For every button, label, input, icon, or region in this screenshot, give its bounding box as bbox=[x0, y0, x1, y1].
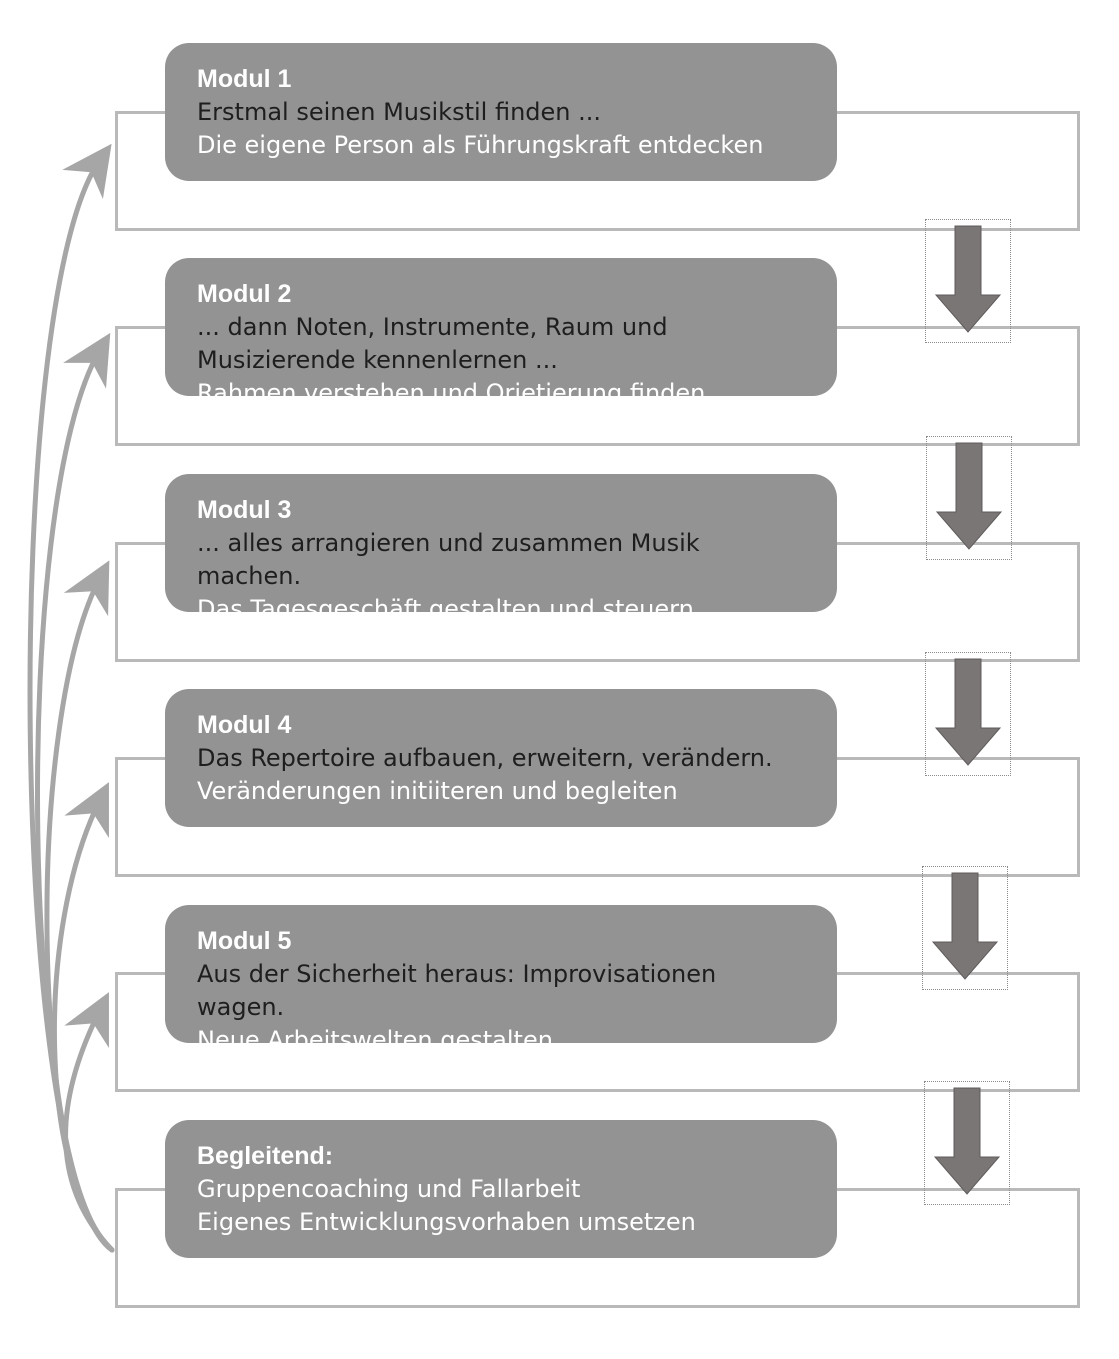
module-card-2: Modul 2 ... dann Noten, Instrumente, Rau… bbox=[165, 258, 837, 407]
module-card-1: Modul 1 Erstmal seinen Musikstil finden … bbox=[165, 43, 837, 181]
module-text: wagen. bbox=[197, 993, 285, 1021]
module-text: Erstmal seinen Musikstil finden ... bbox=[197, 98, 602, 126]
module-text: Das Repertoire aufbauen, erweitern, verä… bbox=[197, 744, 773, 772]
feedback-curve-modul-5 bbox=[63, 992, 115, 1253]
feedback-curve-modul-3 bbox=[44, 560, 115, 1253]
module-subtext: Eigenes Entwicklungsvorhaben umsetzen bbox=[197, 1208, 696, 1236]
down-arrow-icon bbox=[926, 436, 1012, 560]
module-title: Modul 3 bbox=[197, 496, 292, 524]
module-subtext: Neue Arbeitswelten gestalten bbox=[197, 1026, 553, 1054]
down-arrow-icon bbox=[925, 652, 1011, 776]
module-card-4: Modul 4 Das Repertoire aufbauen, erweite… bbox=[165, 689, 837, 827]
module-title: Modul 5 bbox=[197, 927, 292, 955]
down-arrow-icon bbox=[922, 866, 1008, 990]
module-title: Modul 4 bbox=[197, 711, 292, 739]
module-subtext: Veränderungen initiiteren und begleiten bbox=[197, 777, 678, 805]
module-card-5: Modul 5 Aus der Sicherheit heraus: Impro… bbox=[165, 905, 837, 1054]
module-subtext: Rahmen verstehen und Orietierung finden bbox=[197, 379, 706, 407]
module-subtext: Die eigene Person als Führungskraft entd… bbox=[197, 131, 764, 159]
feedback-curve-modul-4 bbox=[51, 782, 115, 1253]
module-text: Musizierende kennenlernen ... bbox=[197, 346, 558, 374]
module-subtext: Gruppencoaching und Fallarbeit bbox=[197, 1175, 581, 1203]
module-title: Modul 1 bbox=[197, 65, 292, 93]
module-text: machen. bbox=[197, 562, 302, 590]
module-card-6: Begleitend: Gruppencoaching und Fallarbe… bbox=[165, 1120, 837, 1258]
module-title: Begleitend: bbox=[197, 1142, 334, 1170]
module-subtext: Das Tagesgeschäft gestalten und steuern bbox=[197, 595, 694, 623]
module-text: ... alles arrangieren und zusammen Musik bbox=[197, 529, 700, 557]
module-text: Aus der Sicherheit heraus: Improvisation… bbox=[197, 960, 717, 988]
module-text: ... dann Noten, Instrumente, Raum und bbox=[197, 313, 668, 341]
module-title: Modul 2 bbox=[197, 280, 292, 308]
down-arrow-icon bbox=[925, 219, 1011, 343]
module-card-3: Modul 3 ... alles arrangieren und zusamm… bbox=[165, 474, 837, 623]
down-arrow-icon bbox=[924, 1081, 1010, 1205]
